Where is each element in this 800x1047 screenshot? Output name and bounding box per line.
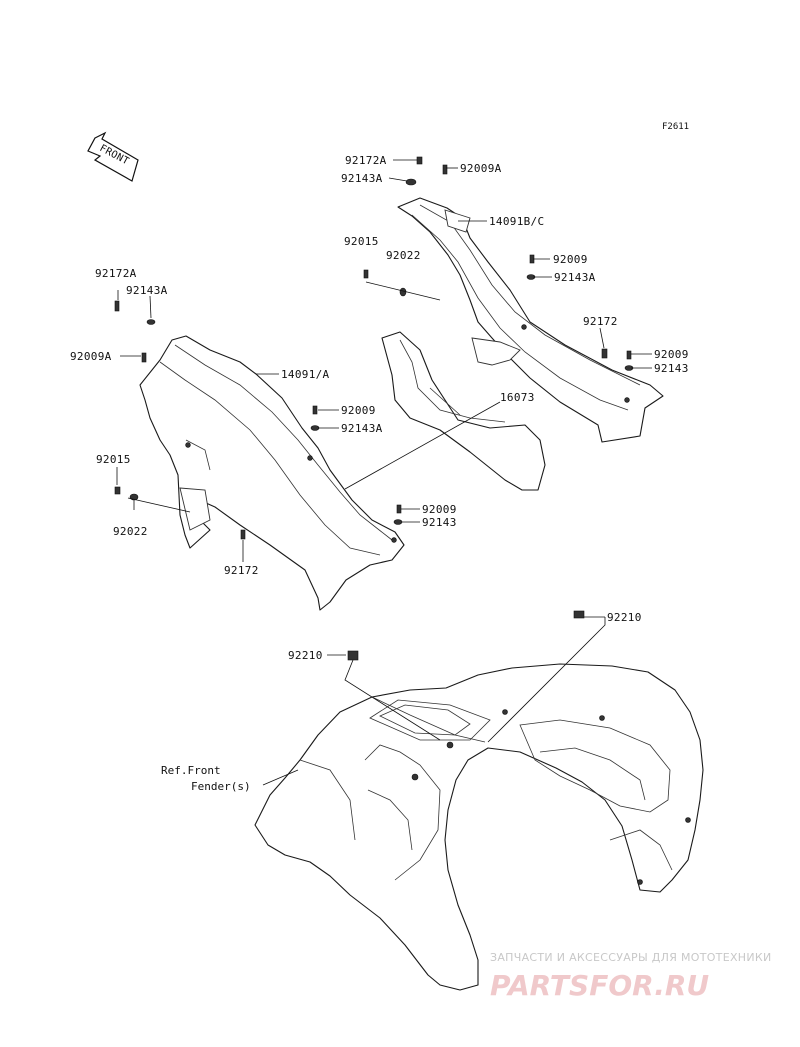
callout-92172-right: 92172: [583, 315, 618, 328]
callout-92143A-left: 92143A: [126, 284, 168, 297]
callout-92009-low: 92009: [422, 503, 457, 516]
callout-92009-r1: 92009: [553, 253, 588, 266]
figure-code: F2611: [662, 122, 689, 132]
callout-92143A-top: 92143A: [341, 172, 383, 185]
callout-92210-left: 92210: [288, 649, 323, 662]
callout-92210-right: 92210: [607, 611, 642, 624]
reference-line1: Ref.Front: [161, 764, 221, 777]
callout-92009-r2: 92009: [654, 348, 689, 361]
left-side-cover-14091A: [139, 335, 405, 611]
callout-92143A-r1: 92143A: [554, 271, 596, 284]
leader-lines: [116, 159, 652, 786]
watermark-brand: PARTSFOR.RU: [490, 969, 709, 1002]
callout-92022-right: 92022: [386, 249, 421, 262]
callout-14091BC: 14091B/C: [489, 215, 544, 228]
callout-92143-low: 92143: [422, 516, 457, 529]
reference-line2: Fender(s): [191, 780, 251, 793]
callout-92009-mid: 92009: [341, 404, 376, 417]
callout-14091A: 14091/A: [281, 368, 330, 381]
callout-92143A-mid: 92143A: [341, 422, 383, 435]
front-fender: [254, 663, 704, 991]
callout-92015-left: 92015: [96, 453, 131, 466]
watermark-tagline: ЗАПЧАСТИ И АКСЕССУАРЫ ДЛЯ МОТОТЕХНИКИ: [490, 951, 772, 964]
deflector-16073: [381, 331, 546, 491]
callout-16073: 16073: [500, 391, 535, 404]
front-arrow-icon: FRONT: [87, 131, 139, 182]
callout-92015-right: 92015: [344, 235, 379, 248]
callout-92143-r2: 92143: [654, 362, 689, 375]
callout-92022-left: 92022: [113, 525, 148, 538]
callout-92172A-top: 92172A: [345, 154, 387, 167]
callout-92009A-top: 92009A: [460, 162, 502, 175]
callout-92009A-left: 92009A: [70, 350, 112, 363]
callout-92172-left: 92172: [224, 564, 259, 577]
right-side-cover-14091BC: [397, 197, 664, 443]
callout-labels: 92172A 92143A 92009A 14091B/C 92015 9202…: [70, 154, 689, 662]
callout-92172A-left: 92172A: [95, 267, 137, 280]
